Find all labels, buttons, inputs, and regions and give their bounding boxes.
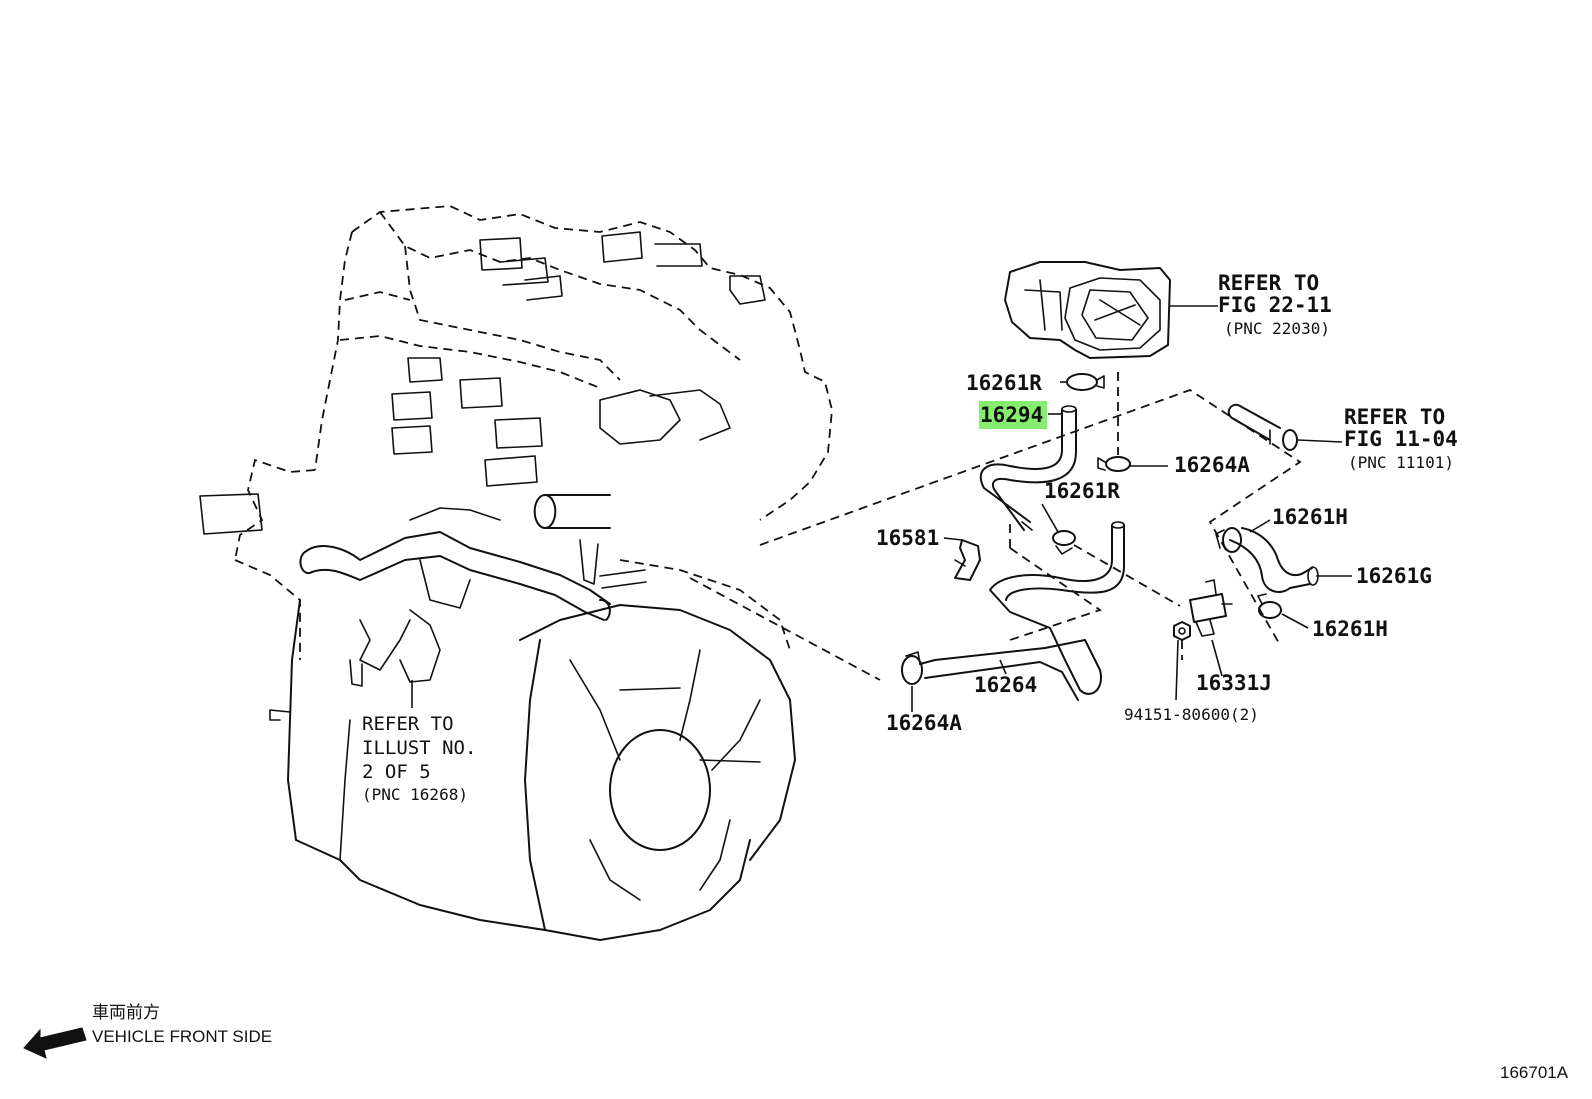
part-16264[interactable]: 16264: [974, 673, 1037, 697]
ref-throttle-line1: REFER TO: [1218, 271, 1319, 295]
bolt-94151: [1173, 621, 1191, 641]
part-94151-80600[interactable]: 94151-80600(2): [1124, 705, 1259, 724]
part-16261R-top[interactable]: 16261R: [966, 371, 1042, 395]
clamp-16264A-right: [1097, 456, 1131, 472]
ref-illust-line4: (PNC 16268): [362, 785, 468, 804]
ref-illust-line2: ILLUST NO.: [362, 737, 476, 759]
engine-water-pipe: [299, 531, 647, 687]
clamp-16261H-bottom: [1257, 593, 1282, 619]
valve-16331J: [1189, 579, 1233, 637]
ref-illust-line3: 2 OF 5: [362, 761, 431, 783]
hose-16264: [919, 521, 1125, 701]
part-16264A-bottom[interactable]: 16264A: [886, 711, 962, 735]
clamp-16261R-top: [1066, 373, 1105, 391]
ref-throttle-line3: (PNC 22030): [1224, 319, 1330, 338]
throttle-body: [1004, 261, 1171, 359]
hose-16294: [979, 405, 1077, 531]
clamp-16264A-bottom: [901, 651, 923, 685]
ref-pipe-line2: FIG 11-04: [1344, 427, 1458, 451]
part-16261H-bottom[interactable]: 16261H: [1312, 617, 1388, 641]
part-16261R-mid[interactable]: 16261R: [1044, 479, 1120, 503]
bracket-16581: [954, 539, 981, 581]
ref-pipe-line1: REFER TO: [1344, 405, 1445, 429]
part-labels: REFER TO FIG 22-11 (PNC 22030) 16261R 16…: [362, 271, 1458, 804]
part-16261H-top[interactable]: 16261H: [1272, 505, 1348, 529]
part-16294[interactable]: 16294: [980, 403, 1043, 427]
part-16261G[interactable]: 16261G: [1356, 564, 1432, 588]
ref-pipe-line3: (PNC 11101): [1348, 453, 1454, 472]
front-arrow-icon: [23, 1027, 87, 1059]
hose-16261G: [1229, 527, 1319, 593]
figure-id: 166701A: [1500, 1063, 1569, 1082]
highlight-16294: [979, 401, 1047, 429]
engine-outline: [199, 205, 833, 941]
clamp-16261R-mid: [1052, 530, 1076, 555]
orientation-indicator: 車両前方 VEHICLE FRONT SIDE: [23, 1003, 272, 1059]
ref-illust-line1: REFER TO: [362, 713, 454, 735]
ref-throttle-line2: FIG 22-11: [1218, 293, 1332, 317]
part-16331J[interactable]: 16331J: [1196, 671, 1272, 695]
orientation-english: VEHICLE FRONT SIDE: [92, 1027, 272, 1046]
part-16581[interactable]: 16581: [876, 526, 939, 550]
orientation-japanese: 車両前方: [92, 1003, 160, 1022]
clamp-16261H-top: [1215, 527, 1242, 553]
leader-lines: [411, 305, 1352, 712]
pipe-11101: [1227, 403, 1298, 451]
part-16264A-right[interactable]: 16264A: [1174, 453, 1250, 477]
assembly-lines: [689, 372, 1302, 681]
